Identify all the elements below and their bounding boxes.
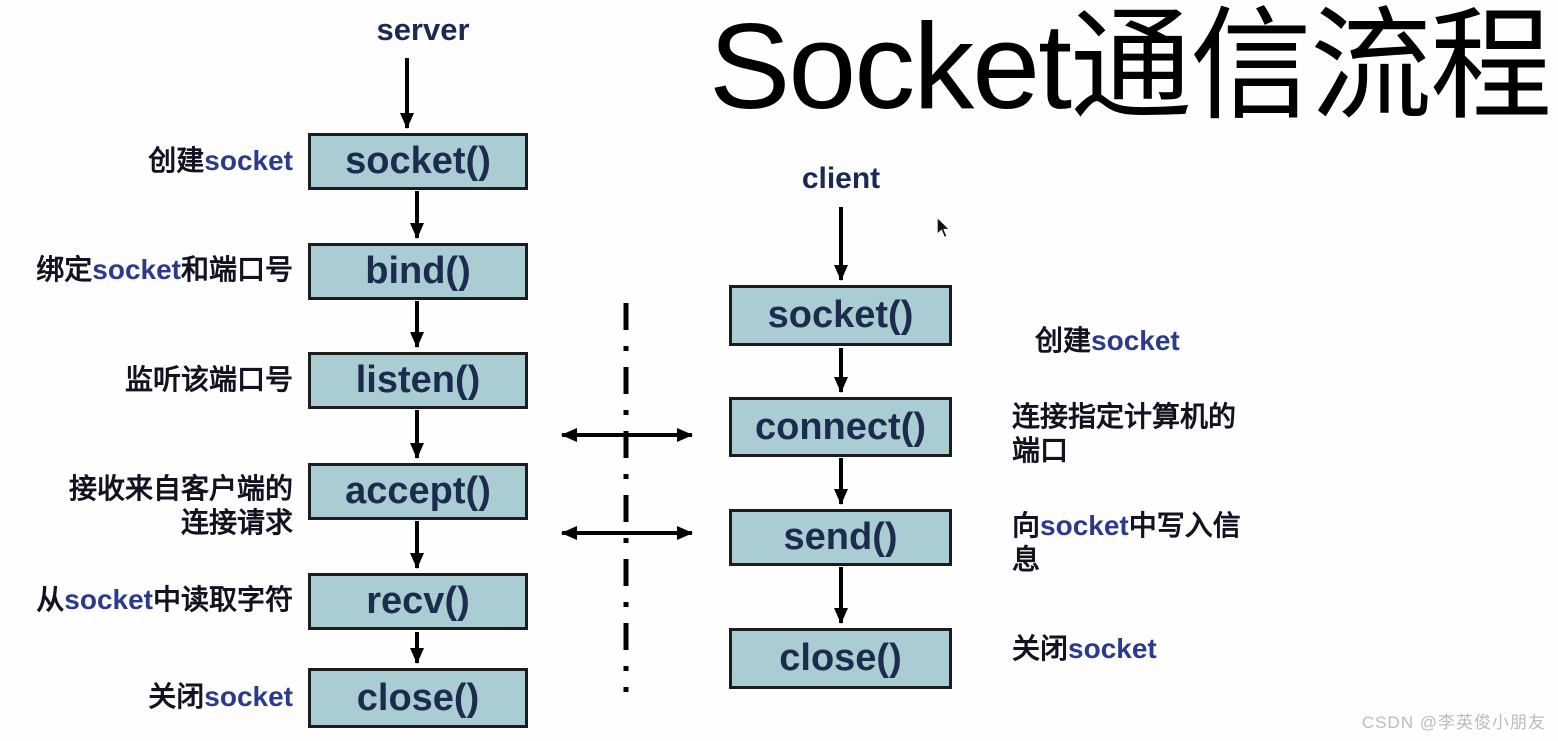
client-box-send: send() — [729, 509, 952, 566]
page-title: Socket通信流程 — [709, 0, 1552, 134]
client-column-header: client — [801, 162, 881, 195]
client-box-socket: socket() — [729, 285, 952, 346]
watermark-text: CSDN @李英俊小朋友 — [1361, 713, 1546, 732]
client-label-write-socket: 向socket中写入信 息 — [1012, 509, 1241, 575]
server-label-bind-port: 绑定socket和端口号 — [36, 253, 293, 285]
client-label-create-socket: 创建socket — [1035, 324, 1180, 356]
server-box-bind: bind() — [308, 243, 528, 300]
server-label-read-socket: 从socket中读取字符 — [36, 583, 293, 615]
client-label-connect-port: 连接指定计算机的 端口 — [1012, 400, 1237, 466]
server-label-accept-request: 接收来自客户端的 连接请求 — [68, 472, 293, 538]
server-column-header: server — [376, 12, 470, 47]
client-box-connect: connect() — [729, 397, 952, 457]
server-label-create-socket: 创建socket — [148, 144, 293, 176]
mouse-cursor-icon — [936, 217, 952, 239]
server-box-socket: socket() — [308, 133, 528, 190]
server-label-close-socket: 关闭socket — [148, 680, 293, 712]
client-box-close: close() — [729, 628, 952, 689]
server-box-listen: listen() — [308, 352, 528, 409]
server-label-listen-port: 监听该端口号 — [124, 363, 293, 395]
server-box-recv: recv() — [308, 573, 528, 630]
server-box-close: close() — [308, 668, 528, 728]
server-box-accept: accept() — [308, 463, 528, 520]
client-label-close-socket: 关闭socket — [1012, 632, 1157, 664]
